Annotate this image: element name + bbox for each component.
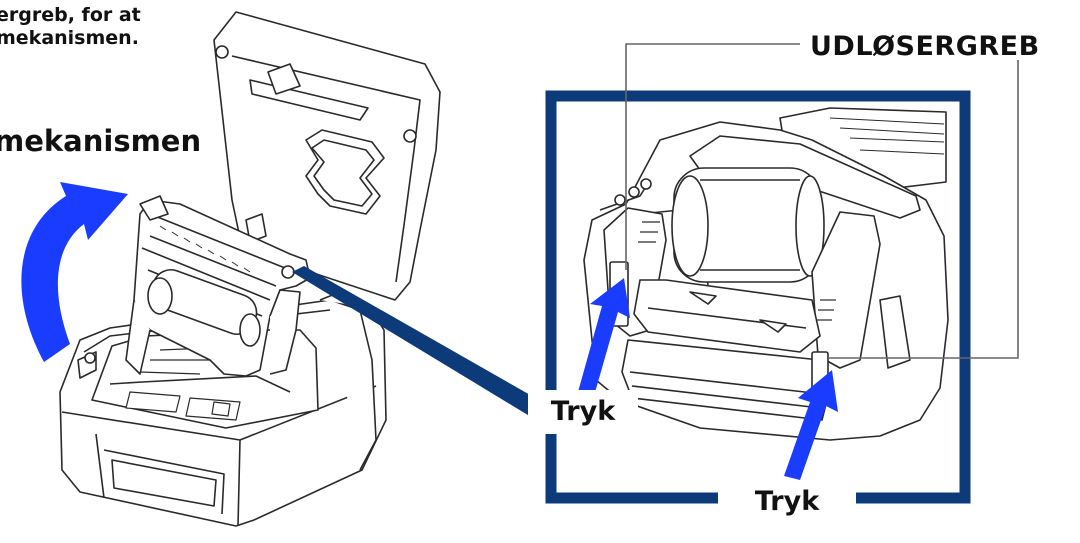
press-label-right: Tryk	[718, 482, 856, 522]
zoom-callout-wedge	[292, 266, 546, 426]
mechanism-label: mekanismen	[0, 124, 202, 158]
push-arrow-left	[578, 278, 630, 396]
push-arrow-right	[784, 370, 838, 480]
instruction-caption-line-1: ergreb, for at	[0, 4, 141, 26]
release-lever-leader-lines	[625, 43, 1019, 359]
press-label-left: Tryk	[528, 390, 638, 434]
instruction-caption-line-2: mekanismen.	[0, 27, 139, 49]
open-printer-illustration	[59, 11, 441, 527]
zoomed-printer-illustration	[583, 107, 949, 441]
rotation-arrow	[21, 182, 128, 362]
release-lever-label: UDLØSERGREB	[810, 31, 1040, 62]
